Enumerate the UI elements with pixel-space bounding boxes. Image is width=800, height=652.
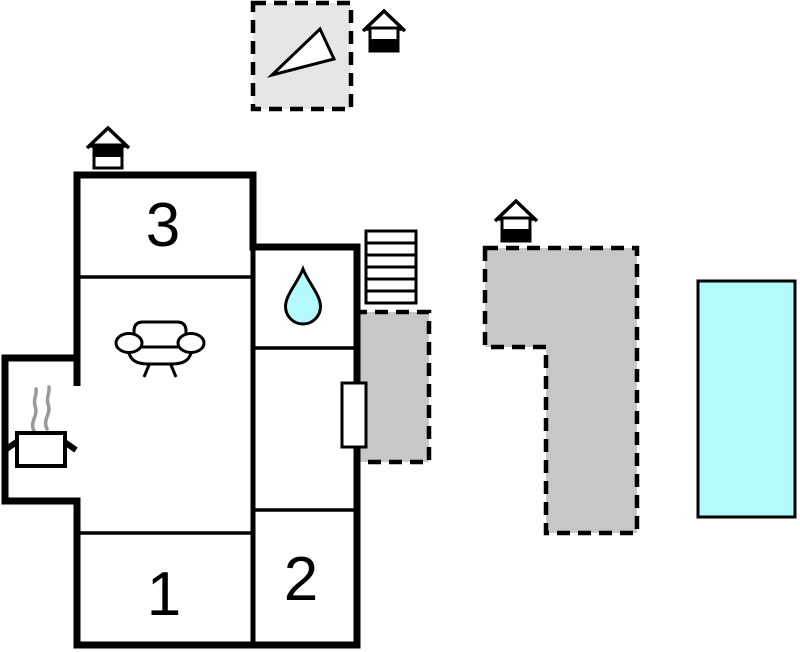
- room-2-label: 2: [284, 545, 318, 614]
- door: [340, 381, 368, 449]
- house-icon: [85, 126, 131, 170]
- room-3-label: 3: [146, 191, 180, 260]
- cooking-pot-icon: [3, 385, 78, 468]
- sofa-icon: [114, 320, 206, 378]
- swimming-pool: [696, 279, 797, 519]
- steam-icon: [43, 385, 51, 431]
- terrace-detached: [482, 245, 640, 536]
- water-drop-icon: [283, 264, 323, 326]
- house-icon: [493, 199, 539, 243]
- north-arrow-icon: [266, 26, 337, 78]
- steam-icon: [30, 387, 38, 433]
- house-icon: [361, 9, 407, 53]
- house-outline: [1, 171, 361, 649]
- compass-box: [250, 0, 354, 112]
- room-1-label: 1: [147, 560, 181, 629]
- stairs-icon: [364, 229, 418, 305]
